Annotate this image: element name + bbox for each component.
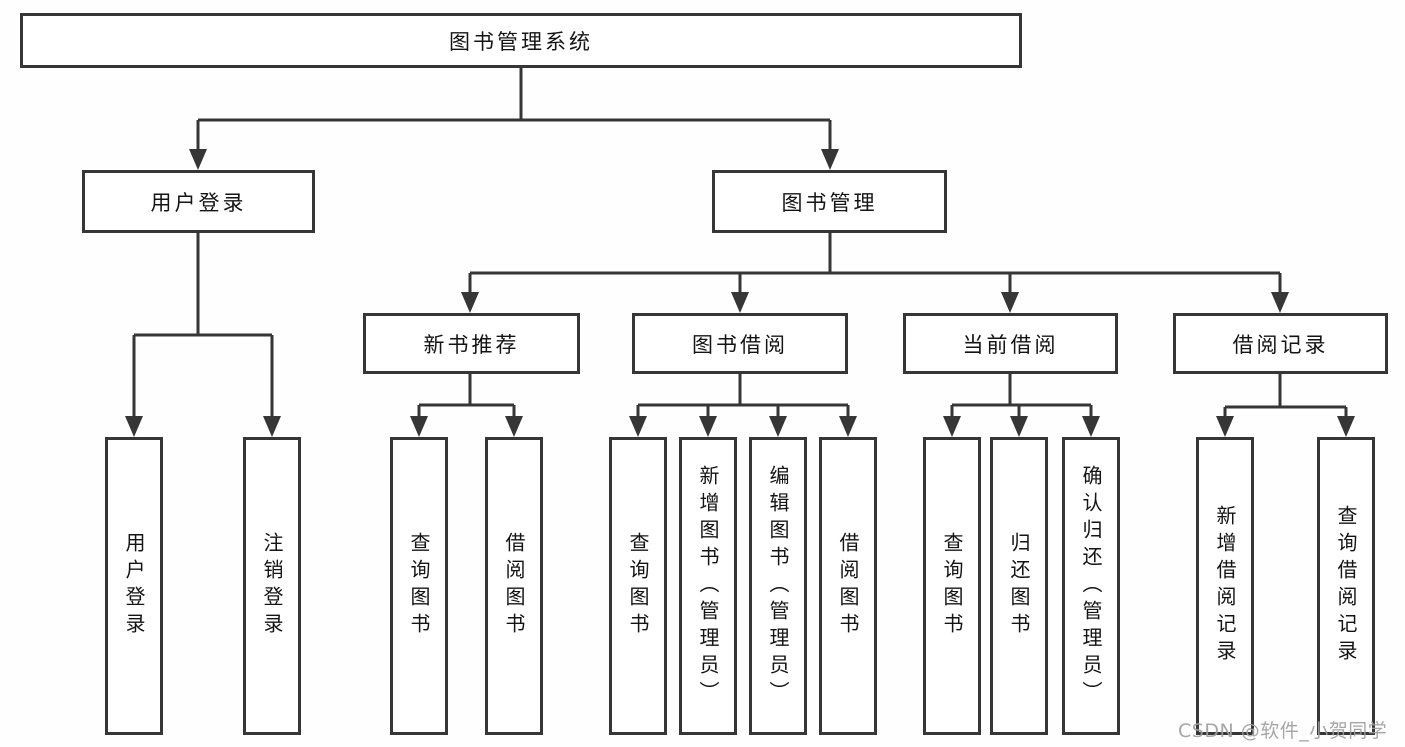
node-label: 新增借阅记录 [1213,505,1237,667]
node-label: 新书推荐 [423,332,520,357]
node-leaf-borrowing-add-books-admin: 新增图书（管理员） [679,437,737,735]
node-leaf-logout: 注销登录 [243,437,301,735]
node-label: 查询图书 [407,532,431,640]
node-label: 查询图书 [940,532,964,640]
node-label: 查询图书 [626,532,650,640]
node-label: 新增图书（管理员） [696,464,720,708]
node-leaf-current-query-books: 查询图书 [923,437,981,735]
node-label: 图书管理 [781,190,878,215]
node-leaf-borrowing-edit-books-admin: 编辑图书（管理员） [749,437,807,735]
csdn-watermark: CSDN @软件_小贺同学 [1178,720,1388,742]
node-label: 当前借阅 [962,332,1059,357]
node-label: 借阅记录 [1232,332,1329,357]
node-label: 借阅图书 [836,532,860,640]
node-label: 图书管理系统 [449,29,593,54]
node-label: 归还图书 [1007,532,1031,640]
node-leaf-records-query-borrow-record: 查询借阅记录 [1317,437,1375,735]
node-leaf-current-return-books: 归还图书 [990,437,1048,735]
node-leaf-newbook-borrow-books: 借阅图书 [485,437,543,735]
node-leaf-current-confirm-return-admin: 确认归还（管理员） [1062,437,1120,735]
node-label: 借阅图书 [502,532,526,640]
node-leaf-borrowing-borrow-books: 借阅图书 [819,437,877,735]
node-label: 图书借阅 [692,332,788,357]
node-label: 用户登录 [150,190,247,215]
node-leaf-borrowing-query-books: 查询图书 [609,437,667,735]
node-label: 注销登录 [260,532,284,640]
node-label: 编辑图书（管理员） [766,464,790,708]
node-leaf-records-add-borrow-record: 新增借阅记录 [1196,437,1254,735]
node-current-borrowing: 当前借阅 [903,313,1118,374]
node-user-login: 用户登录 [82,170,315,233]
node-label: 用户登录 [122,532,146,640]
node-library-management-system: 图书管理系统 [20,13,1022,68]
node-label: 查询借阅记录 [1334,505,1358,667]
node-label: 确认归还（管理员） [1079,464,1103,708]
node-book-management: 图书管理 [712,170,947,233]
node-book-borrowing: 图书借阅 [632,313,848,374]
node-borrowing-records: 借阅记录 [1173,313,1388,374]
node-new-book-recommendation: 新书推荐 [363,313,580,374]
node-leaf-user-login: 用户登录 [105,437,163,735]
node-leaf-newbook-query-books: 查询图书 [390,437,448,735]
